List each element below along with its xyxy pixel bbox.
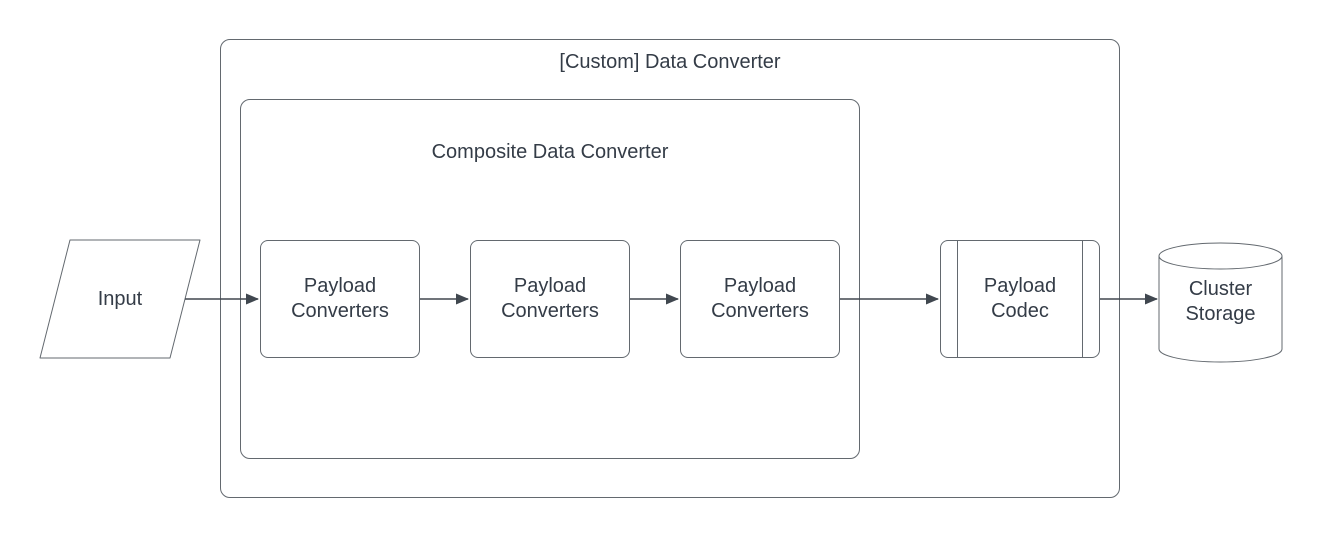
payload-converters-label-1: Payload Converters	[291, 275, 389, 322]
payload-converters-box-2	[470, 240, 630, 358]
cluster-storage-label: Cluster Storage	[1185, 278, 1256, 325]
payload-converters-label-3: Payload Converters	[711, 275, 809, 322]
payload-codec-label: Payload Codec	[983, 275, 1057, 322]
payload-converters-box-3	[680, 240, 840, 358]
payload-codec-box	[940, 240, 1100, 358]
input-node-label: Input	[97, 287, 143, 310]
payload-converters-box-1	[260, 240, 420, 358]
composite-data-converter-title: Composite Data Converter	[431, 141, 669, 163]
predefined-process-left-bar	[957, 241, 958, 357]
predefined-process-right-bar	[1082, 241, 1083, 357]
custom-data-converter-title: [Custom] Data Converter	[559, 51, 781, 73]
payload-converters-label-2: Payload Converters	[501, 275, 599, 322]
